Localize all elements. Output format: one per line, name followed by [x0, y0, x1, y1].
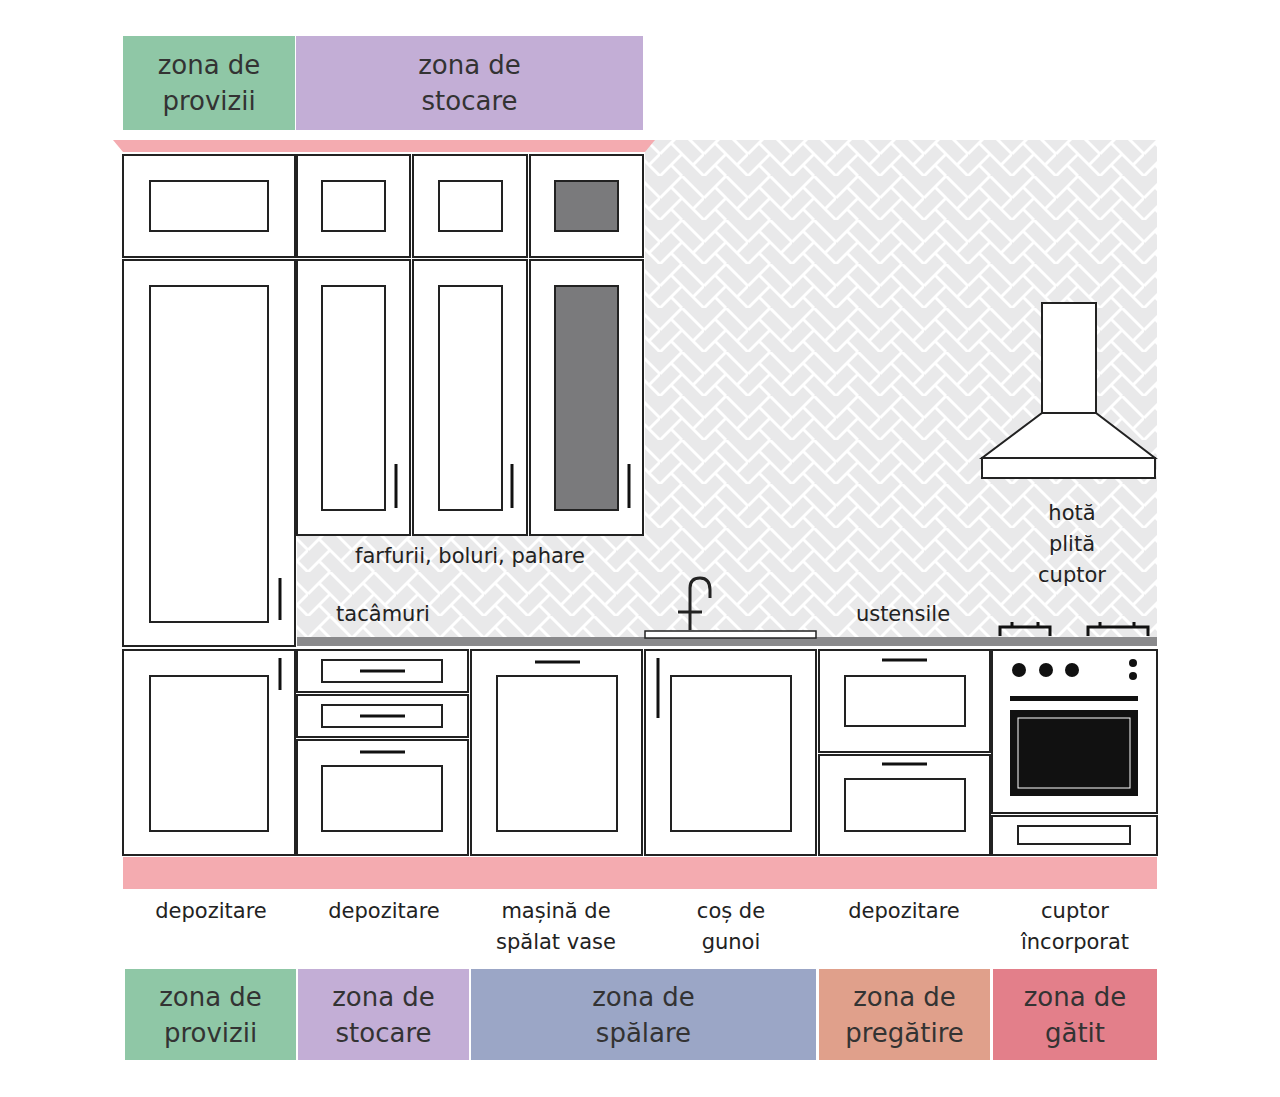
- zone-band: zona de provizii: [125, 969, 296, 1060]
- zone-label: zona de spălare: [569, 979, 719, 1051]
- range-hood: [982, 303, 1155, 478]
- part-label: depozitare: [824, 896, 984, 927]
- zone-label: zona de gătit: [1000, 979, 1150, 1051]
- plinth: [123, 857, 1157, 889]
- part-label: ustensile: [823, 599, 983, 630]
- part-label: hotă plită cuptor: [1037, 498, 1107, 591]
- zone-band: zona de stocare: [298, 969, 469, 1060]
- zone-label: zona de provizii: [136, 979, 286, 1051]
- stove: [1000, 622, 1148, 796]
- handles: [280, 464, 927, 764]
- part-label: depozitare: [304, 896, 464, 927]
- zone-label: zona de stocare: [395, 47, 545, 119]
- zone-band: zona de pregătire: [819, 969, 990, 1060]
- part-label: mașină de spălat vase: [481, 896, 631, 958]
- zone-band: zona de gătit: [993, 969, 1157, 1060]
- zone-band: zona de provizii: [123, 36, 295, 130]
- part-label: tacâmuri: [303, 599, 463, 630]
- zone-label: zona de stocare: [309, 979, 459, 1051]
- part-label: depozitare: [131, 896, 291, 927]
- part-label: coș de gunoi: [696, 896, 766, 958]
- zone-label: zona de pregătire: [830, 979, 980, 1051]
- sink: [645, 578, 816, 638]
- part-label: farfurii, boluri, pahare: [320, 541, 620, 572]
- zone-band: zona de spălare: [471, 969, 816, 1060]
- crown-molding: [113, 140, 655, 152]
- part-label: cuptor încorporat: [1005, 896, 1145, 958]
- backsplash: [297, 140, 1157, 637]
- zone-label: zona de provizii: [134, 47, 284, 119]
- cabinets: [123, 155, 1157, 855]
- zone-band: zona de stocare: [296, 36, 643, 130]
